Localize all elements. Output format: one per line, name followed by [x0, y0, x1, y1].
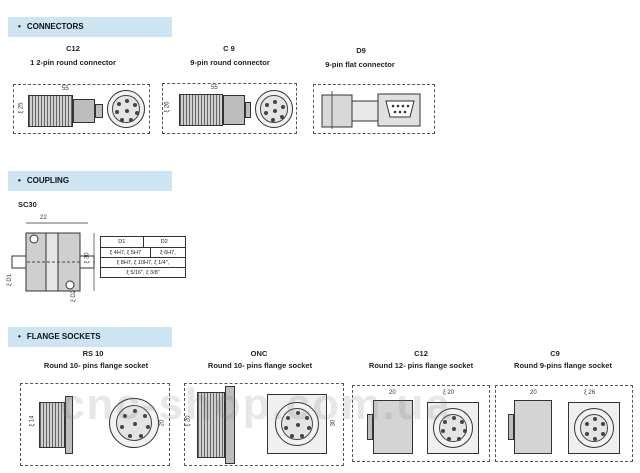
connector-body	[179, 94, 223, 126]
dim-diameter: ξ 26	[164, 101, 171, 113]
table-row: ξ 8H7, ξ 10H7, ξ 1/4",	[101, 257, 185, 267]
dim-length: 55	[62, 86, 69, 92]
connector-body	[28, 95, 73, 127]
socket-body	[197, 392, 225, 458]
dim-b: ξ 26	[584, 390, 596, 396]
socket-desc: Round 10- pins flange socket	[207, 361, 313, 370]
dim-b: 30	[330, 419, 337, 427]
connector-pin-face	[107, 90, 145, 128]
connector-drawing-c12: 55 ξ 25	[13, 84, 150, 134]
table-cell: ξ 5/16", ξ 3/8"	[126, 270, 160, 276]
socket-drawing-onc: ξ 20 30	[184, 383, 344, 466]
connector-code: D9	[356, 46, 366, 55]
dim-diameter: ξ 25	[18, 102, 25, 114]
section-header-flange-sockets: • FLANGE SOCKETS	[8, 327, 172, 347]
table-header: D1	[118, 239, 126, 245]
socket-code: ONC	[250, 349, 268, 358]
socket-drawing-rs10: ξ 14 20	[20, 383, 170, 466]
connector-code: C12	[66, 44, 80, 53]
dim-b: ξ 20	[443, 390, 455, 396]
section-title: CONNECTORS	[26, 22, 84, 31]
section-title: FLANGE SOCKETS	[26, 332, 101, 341]
socket-pin-face	[574, 408, 614, 448]
socket-code: C12	[414, 349, 428, 358]
socket-flange-square	[427, 402, 479, 454]
section-header-coupling: • COUPLING	[8, 171, 172, 191]
coupling-code: SC30	[18, 200, 37, 209]
connector-code: C 9	[223, 44, 235, 53]
dim-d1: ξ D1	[7, 273, 14, 287]
table-cell: ξ 4H7, ξ 5H7	[109, 250, 142, 256]
connector-desc: 9-pin round connector	[190, 58, 270, 67]
socket-body	[39, 402, 65, 448]
socket-body	[373, 400, 413, 454]
connector-neck	[95, 104, 103, 118]
dim-length: 55	[211, 85, 218, 91]
coupling-bore-table: D1 D2 ξ 4H7, ξ 5H7 ξ 6H7, ξ 8H7, ξ 10H7,…	[100, 236, 186, 278]
d9-connector-drawing	[321, 91, 421, 129]
coupling-outline	[11, 222, 96, 292]
section-title: COUPLING	[26, 176, 70, 185]
dim-height: ξ 30	[84, 252, 91, 264]
connector-drawing-d9	[313, 84, 435, 134]
socket-body	[514, 400, 552, 454]
bullet: •	[18, 332, 21, 341]
connector-drawing-c9: 55 ξ 26	[162, 83, 297, 134]
table-header-row: D1 D2	[101, 237, 185, 247]
socket-code: RS 10	[82, 349, 104, 358]
connector-nut	[223, 95, 245, 125]
socket-rear	[367, 414, 373, 440]
socket-flange-square	[568, 402, 620, 454]
connector-desc: 9-pin flat connector	[325, 60, 395, 69]
dim-d2: ξ D2	[71, 289, 78, 303]
table-cell: ξ 8H7, ξ 10H7, ξ 1/4",	[116, 260, 170, 266]
socket-flange	[225, 386, 235, 464]
bullet: •	[18, 22, 21, 31]
dim-a: 20	[530, 390, 537, 396]
dim-b: 20	[159, 419, 166, 427]
socket-flange	[65, 396, 73, 454]
dim-a: 20	[389, 390, 396, 396]
socket-desc: Round 10- pins flange socket	[43, 361, 149, 370]
connector-pin-face	[255, 90, 293, 128]
section-header-connectors: • CONNECTORS	[8, 17, 172, 37]
bullet: •	[18, 176, 21, 185]
table-row: ξ 5/16", ξ 3/8"	[101, 267, 185, 277]
socket-rear	[508, 414, 514, 440]
socket-pin-face	[109, 398, 159, 448]
dim-a: ξ 14	[29, 415, 36, 427]
table-row: ξ 4H7, ξ 5H7 ξ 6H7,	[101, 247, 185, 257]
dim-width: 22	[40, 215, 47, 221]
socket-pin-face	[275, 402, 319, 446]
connector-nut	[73, 99, 95, 123]
connector-desc: 1 2-pin round connector	[30, 58, 116, 67]
coupling-drawing: 22 ξ 30 ξ D1 ξ D2	[7, 213, 100, 303]
socket-drawing-c9: 20 ξ 26	[495, 385, 633, 462]
socket-desc: Round 12- pins flange socket	[368, 361, 474, 370]
socket-flange-square	[267, 394, 327, 454]
socket-desc: Round 9-pins flange socket	[514, 361, 612, 370]
dim-a: ξ 20	[185, 415, 192, 427]
socket-pin-face	[433, 408, 473, 448]
socket-drawing-c12: 20 ξ 20	[352, 385, 490, 462]
connector-neck	[245, 102, 251, 118]
table-cell: ξ 6H7,	[149, 248, 185, 257]
table-header: D2	[142, 237, 186, 247]
socket-code: C9	[550, 349, 560, 358]
